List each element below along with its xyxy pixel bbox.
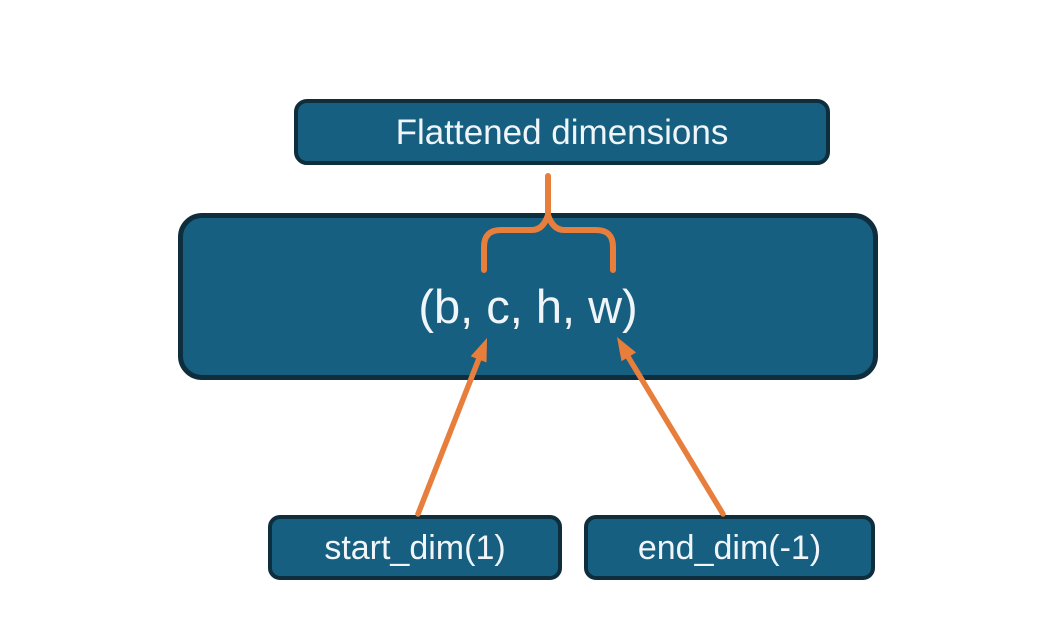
flattened-dimensions-label: Flattened dimensions	[395, 112, 729, 152]
start-dim-box: start_dim(1)	[268, 515, 562, 580]
end-dim-box: end_dim(-1)	[584, 515, 875, 580]
start-dim-label: start_dim(1)	[324, 528, 506, 567]
end-dim-label: end_dim(-1)	[637, 528, 822, 567]
flattened-dimensions-box: Flattened dimensions	[294, 99, 830, 165]
tensor-shape-label: (b, c, h, w)	[418, 280, 638, 333]
tensor-shape-box: (b, c, h, w)	[178, 213, 878, 380]
